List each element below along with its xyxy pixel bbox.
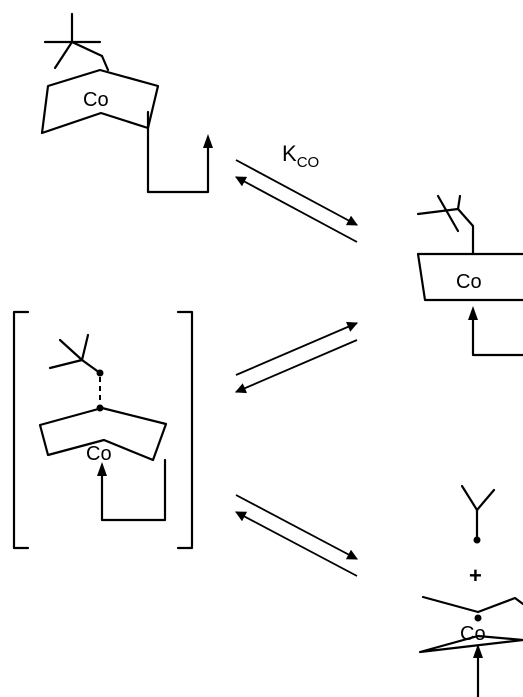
tert-butyl-radical bbox=[48, 333, 104, 377]
cobalt-label: Co bbox=[86, 443, 112, 465]
equilibrium-constant-label: KCO bbox=[282, 141, 319, 171]
axial-base-arrow-head bbox=[473, 644, 483, 658]
equilibrium-arrows-kco: KCO bbox=[235, 141, 358, 243]
macrocycle-ring bbox=[38, 406, 168, 462]
plus-sign: + bbox=[469, 563, 482, 588]
macrocycle-ring bbox=[416, 252, 523, 302]
structure-neopentyl-cobalt-open: Co bbox=[40, 12, 213, 194]
structure-caged-radical-pair: Co bbox=[12, 310, 194, 550]
metal-alkyl-bond bbox=[100, 54, 110, 72]
axial-base-loop bbox=[471, 312, 523, 357]
tert-butyl-group bbox=[43, 12, 104, 70]
cobalt-label: Co bbox=[456, 271, 482, 293]
macrocycle-ring bbox=[418, 595, 523, 654]
structure-base-on-cobalt: Co bbox=[416, 194, 523, 357]
cobalt-label: Co bbox=[460, 623, 486, 645]
axial-base-arrow-head bbox=[468, 306, 478, 320]
tert-butyl-radical bbox=[460, 484, 496, 544]
right-bracket bbox=[176, 310, 194, 550]
pendant-arm bbox=[146, 110, 210, 194]
arm-arrow-head bbox=[203, 134, 213, 148]
equilibrium-arrows-bottom bbox=[235, 494, 358, 577]
cobalt-unpaired-electron bbox=[474, 614, 482, 622]
axial-base-arrow-head bbox=[97, 462, 107, 476]
equilibrium-arrows-middle bbox=[235, 321, 358, 394]
structure-free-radical-and-cobalt: + Co bbox=[418, 484, 523, 697]
cobalt-label: Co bbox=[83, 89, 109, 111]
tert-butyl-group bbox=[416, 194, 475, 233]
axial-base-loop bbox=[100, 458, 167, 522]
left-bracket bbox=[12, 310, 30, 550]
